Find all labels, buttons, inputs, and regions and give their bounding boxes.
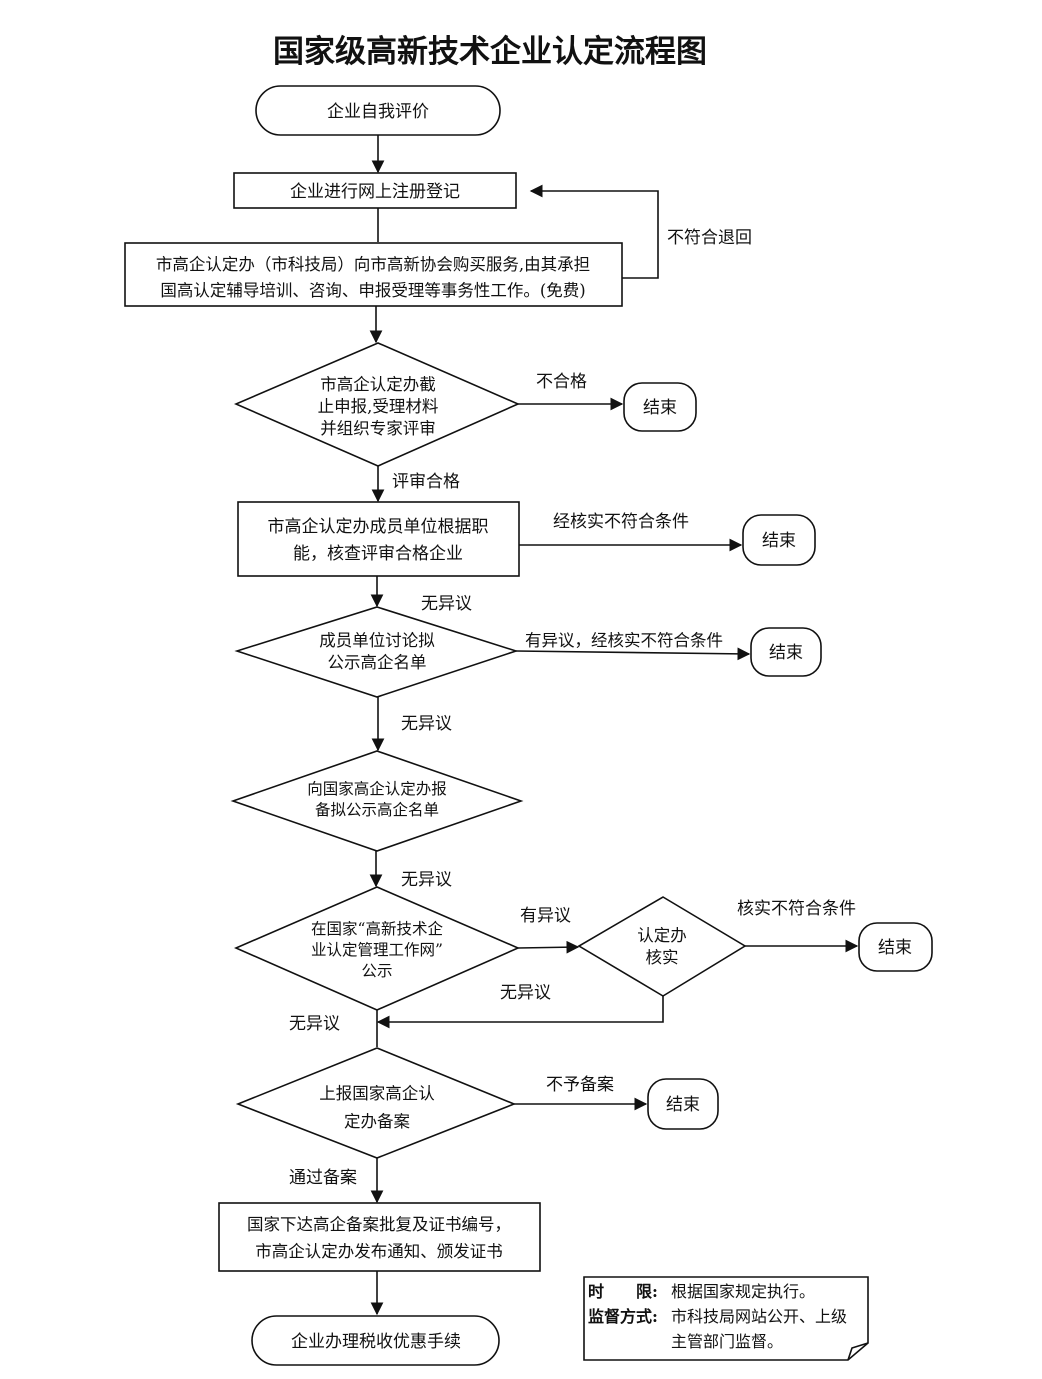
label-no-objection-3: 无异议	[401, 870, 452, 890]
node-publicize-decision: 在国家“高新技术企 业认定管理工作网” 公示	[233, 886, 521, 1011]
svg-text:结束: 结束	[762, 531, 796, 551]
node-check-decision: 认定办 核实	[577, 896, 747, 997]
note-supervise-value-2: 主管部门监督。	[671, 1332, 783, 1351]
svg-text:公示高企名单: 公示高企名单	[328, 653, 427, 672]
svg-text:公示: 公示	[361, 962, 392, 980]
svg-text:结束: 结束	[666, 1095, 700, 1115]
edge-publicize-check	[517, 940, 580, 954]
svg-text:结束: 结束	[769, 643, 803, 663]
node-end-3: 结束	[750, 627, 822, 677]
node-discuss-decision: 成员单位讨论拟 公示高企名单	[234, 606, 519, 698]
node-review-decision: 市高企认定办截 止申报,受理材料 并组织专家评审	[233, 342, 520, 467]
node-register: 企业进行网上注册登记	[233, 172, 517, 209]
label-check-fail: 核实不符合条件	[737, 899, 856, 919]
svg-text:并组织专家评审: 并组织专家评审	[320, 419, 436, 438]
node-service: 市高企认定办（市科技局）向市高新协会购买服务,由其承担 国高认定辅导培训、咨询、…	[124, 242, 623, 307]
connectors	[369, 135, 859, 1316]
node-end-5: 结束	[647, 1078, 719, 1130]
label-no-objection-1: 无异议	[421, 594, 472, 614]
svg-text:企业自我评价: 企业自我评价	[327, 102, 429, 122]
svg-text:结束: 结束	[643, 398, 677, 418]
edge-return-loop	[529, 184, 659, 279]
label-fail: 不合格	[536, 372, 587, 392]
label-return: 不符合退回	[667, 228, 752, 248]
svg-text:向国家高企认定办报: 向国家高企认定办报	[307, 780, 447, 798]
note-time-label: 时 限:	[588, 1282, 658, 1301]
node-tax: 企业办理税收优惠手续	[251, 1315, 500, 1366]
label-not-filed: 不予备案	[546, 1075, 614, 1095]
label-objection: 有异议	[520, 906, 571, 926]
svg-text:市高企认定办发布通知、颁发证书: 市高企认定办发布通知、颁发证书	[255, 1242, 503, 1261]
note-time-value: 根据国家规定执行。	[671, 1282, 815, 1301]
node-verify: 市高企认定办成员单位根据职 能，核查评审合格企业	[237, 501, 520, 577]
svg-text:上报国家高企认: 上报国家高企认	[319, 1084, 435, 1103]
node-approve: 国家下达高企备案批复及证书编号， 市高企认定办发布通知、颁发证书	[218, 1202, 541, 1272]
node-report-decision: 向国家高企认定办报 备拟公示高企名单	[230, 750, 524, 852]
svg-text:定办备案: 定办备案	[344, 1112, 411, 1131]
note-supervise-value-1: 市科技局网站公开、上级	[671, 1307, 847, 1326]
node-end-1: 结束	[623, 382, 697, 432]
node-file-decision: 上报国家高企认 定办备案	[235, 1047, 517, 1159]
svg-text:业认定管理工作网”: 业认定管理工作网”	[311, 941, 443, 959]
svg-text:国高认定辅导培训、咨询、申报受理等事务性工作。(免费): 国高认定辅导培训、咨询、申报受理等事务性工作。(免费)	[160, 281, 585, 300]
label-no-objection-2: 无异议	[401, 714, 452, 734]
edge-discuss-end	[515, 647, 751, 661]
svg-text:企业进行网上注册登记: 企业进行网上注册登记	[290, 182, 460, 202]
svg-text:市高企认定办截: 市高企认定办截	[320, 375, 436, 394]
svg-text:能，核查评审合格企业: 能，核查评审合格企业	[293, 544, 463, 564]
edge-check-back	[376, 996, 664, 1029]
svg-text:市高企认定办成员单位根据职: 市高企认定办成员单位根据职	[268, 517, 489, 537]
label-pass: 评审合格	[392, 472, 460, 492]
label-no-objection-4: 无异议	[500, 983, 551, 1003]
svg-text:结束: 结束	[878, 938, 912, 958]
svg-text:成员单位讨论拟: 成员单位讨论拟	[319, 631, 435, 650]
svg-text:企业办理税收优惠手续: 企业办理税收优惠手续	[291, 1332, 461, 1352]
label-no-objection-5: 无异议	[289, 1014, 340, 1034]
label-objection-fail: 有异议，经核实不符合条件	[525, 631, 723, 650]
node-end-4: 结束	[858, 922, 933, 972]
svg-text:核实: 核实	[646, 948, 679, 967]
svg-text:国家下达高企备案批复及证书编号，: 国家下达高企备案批复及证书编号，	[247, 1215, 511, 1234]
label-filed: 通过备案	[289, 1168, 357, 1188]
page-title: 国家级高新技术企业认定流程图	[273, 34, 707, 70]
note-box: 时 限: 根据国家规定执行。 监督方式: 市科技局网站公开、上级 主管部门监督。	[583, 1276, 869, 1361]
svg-text:备拟公示高企名单: 备拟公示高企名单	[315, 801, 439, 819]
note-supervise-label: 监督方式:	[588, 1307, 658, 1326]
edge-labels: 不符合退回 不合格 评审合格 经核实不符合条件 无异议 有异议，经核实不符合条件…	[289, 228, 856, 1188]
svg-text:止申报,受理材料: 止申报,受理材料	[318, 397, 439, 416]
node-end-2: 结束	[742, 514, 816, 566]
svg-text:在国家“高新技术企: 在国家“高新技术企	[311, 920, 443, 938]
svg-text:市高企认定办（市科技局）向市高新协会购买服务,由其承担: 市高企认定办（市科技局）向市高新协会购买服务,由其承担	[156, 255, 590, 274]
node-start: 企业自我评价	[255, 85, 501, 136]
svg-text:认定办: 认定办	[637, 926, 687, 945]
label-verify-fail: 经核实不符合条件	[553, 512, 689, 532]
